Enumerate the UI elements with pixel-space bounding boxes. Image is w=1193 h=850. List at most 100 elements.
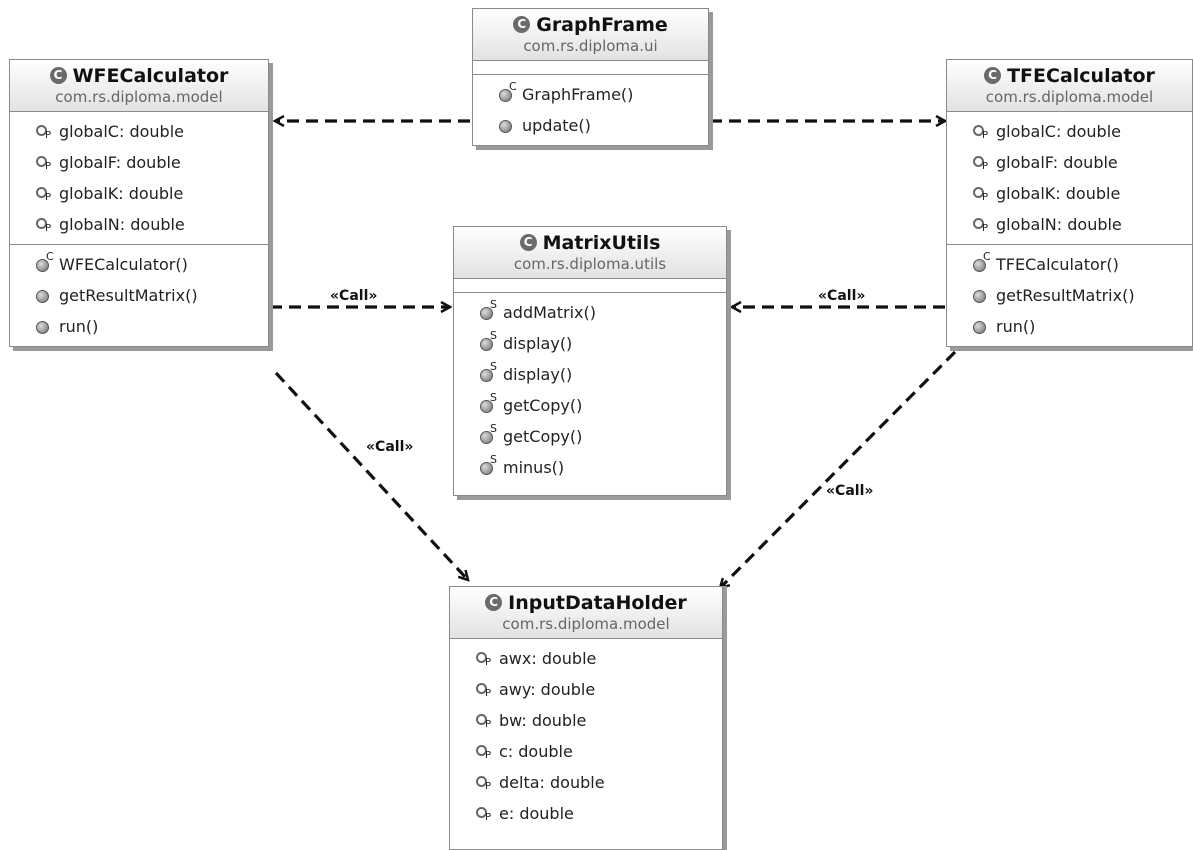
public-method-icon bbox=[35, 319, 51, 334]
class-icon: C bbox=[519, 234, 537, 251]
static-method-icon: S bbox=[479, 298, 497, 320]
method-row[interactable]: run() bbox=[10, 311, 268, 342]
method-row[interactable]: getResultMatrix() bbox=[10, 280, 268, 311]
attributes-section bbox=[473, 61, 708, 75]
edge-tfe-input bbox=[720, 350, 957, 588]
class-icon: C bbox=[485, 594, 503, 611]
class-package: com.rs.diploma.model bbox=[502, 614, 670, 633]
method-text: TFECalculator() bbox=[996, 254, 1119, 274]
static-method-icon: S bbox=[479, 391, 497, 413]
attribute-text: globalN: double bbox=[996, 214, 1122, 234]
edge-wfe-input bbox=[274, 371, 468, 580]
method-text: update() bbox=[522, 115, 591, 135]
class-package: com.rs.diploma.ui bbox=[523, 36, 658, 55]
class-icon: C bbox=[49, 67, 67, 84]
method-text: getCopy() bbox=[503, 395, 583, 415]
public-method-icon bbox=[35, 288, 51, 303]
attribute-text: globalF: double bbox=[59, 152, 181, 172]
attribute-text: globalC: double bbox=[59, 121, 184, 141]
private-field-icon: P bbox=[972, 186, 988, 203]
private-field-icon: P bbox=[475, 682, 491, 699]
private-field-icon: P bbox=[475, 806, 491, 823]
call-label-tfe-matrix: «Call» bbox=[818, 288, 866, 304]
attribute-text: globalN: double bbox=[59, 214, 185, 234]
attribute-text: delta: double bbox=[499, 772, 605, 792]
class-name: InputDataHolder bbox=[508, 591, 687, 614]
method-text: run() bbox=[996, 316, 1036, 336]
method-text: WFECalculator() bbox=[59, 254, 188, 274]
call-label-tfe-input: «Call» bbox=[826, 483, 874, 499]
class-name: WFECalculator bbox=[72, 64, 229, 87]
private-field-icon: P bbox=[972, 155, 988, 172]
method-row[interactable]: getResultMatrix() bbox=[947, 280, 1192, 311]
attribute-text: e: double bbox=[499, 803, 574, 823]
class-package: com.rs.diploma.utils bbox=[513, 254, 667, 273]
static-method-icon: S bbox=[479, 422, 497, 444]
static-method-icon: S bbox=[479, 360, 497, 382]
attribute-text: globalK: double bbox=[59, 183, 184, 203]
constructor-icon: C bbox=[972, 250, 991, 272]
method-text: GraphFrame() bbox=[522, 84, 634, 104]
attribute-text: bw: double bbox=[499, 710, 587, 730]
method-text: getCopy() bbox=[503, 426, 583, 446]
private-field-icon: P bbox=[475, 651, 491, 668]
attribute-text: globalF: double bbox=[996, 152, 1118, 172]
method-row[interactable]: update() bbox=[473, 110, 708, 141]
private-field-icon: P bbox=[35, 186, 51, 203]
private-field-icon: P bbox=[972, 124, 988, 141]
private-field-icon: P bbox=[475, 775, 491, 792]
method-row[interactable]: run() bbox=[947, 311, 1192, 342]
public-method-icon bbox=[972, 319, 988, 334]
class-icon: C bbox=[984, 67, 1002, 84]
method-text: addMatrix() bbox=[503, 302, 596, 322]
constructor-icon: C bbox=[35, 250, 54, 272]
static-method-icon: S bbox=[479, 329, 497, 351]
method-text: getResultMatrix() bbox=[996, 285, 1135, 305]
call-label-wfe-input: «Call» bbox=[366, 439, 414, 455]
attributes-section bbox=[454, 279, 726, 293]
private-field-icon: P bbox=[972, 217, 988, 234]
constructor-icon: C bbox=[498, 80, 517, 102]
attribute-text: globalK: double bbox=[996, 183, 1121, 203]
private-field-icon: P bbox=[475, 713, 491, 730]
class-icon: C bbox=[513, 16, 531, 33]
protected-method-icon bbox=[498, 118, 514, 133]
